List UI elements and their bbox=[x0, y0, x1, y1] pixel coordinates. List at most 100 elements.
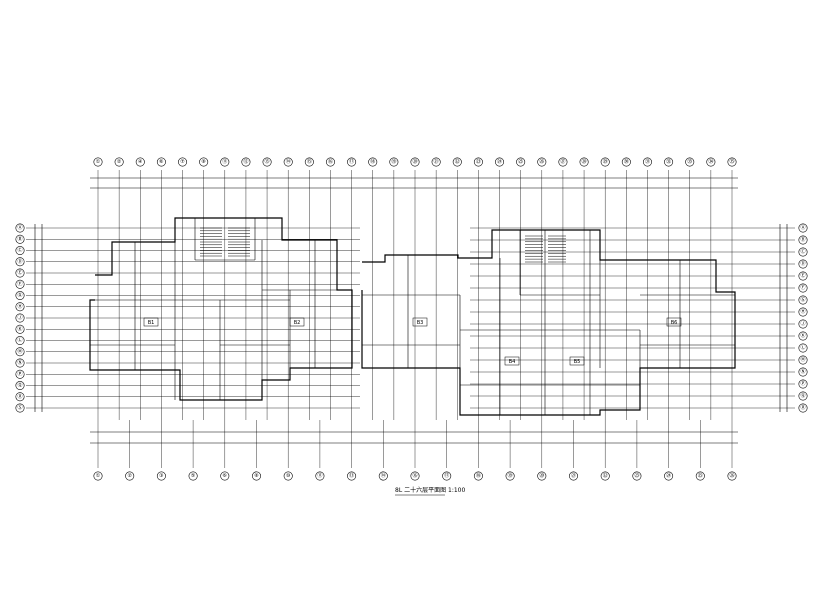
svg-text:㉞: ㉞ bbox=[708, 158, 713, 165]
svg-text:⑰: ⑰ bbox=[444, 472, 449, 479]
svg-text:㉑: ㉑ bbox=[434, 158, 439, 165]
svg-text:Ⓔ: Ⓔ bbox=[17, 269, 22, 276]
svg-text:㉒: ㉒ bbox=[603, 472, 608, 479]
top-axis-bubble: ⑪ bbox=[220, 157, 230, 167]
svg-text:Ⓙ: Ⓙ bbox=[17, 314, 22, 321]
top-axis-bubble: ⑬ bbox=[262, 157, 272, 167]
svg-text:Ⓢ: Ⓢ bbox=[17, 404, 22, 411]
left-axis-bubble: Ⓝ bbox=[15, 358, 25, 368]
top-axis-bubble: ⑳ bbox=[410, 157, 420, 167]
svg-text:⑧: ⑧ bbox=[201, 159, 206, 165]
top-axis-bubble: ② bbox=[114, 157, 124, 167]
svg-text:①: ① bbox=[96, 473, 101, 479]
bottom-axis-bubble: ⑲ bbox=[505, 471, 515, 481]
left-axis-bubble: Ⓔ bbox=[15, 268, 25, 278]
svg-text:⑥: ⑥ bbox=[159, 159, 164, 165]
drawing-scale: 1:100 bbox=[448, 487, 465, 494]
top-axis-bubble: ㉑ bbox=[431, 157, 441, 167]
svg-text:㉑: ㉑ bbox=[571, 472, 576, 479]
top-axis-bubble: ㉞ bbox=[706, 157, 716, 167]
top-axis-bubble: ㉓ bbox=[473, 157, 483, 167]
right-axis-bubble: Ⓔ bbox=[798, 271, 808, 281]
top-axis-bubble: ㉗ bbox=[558, 157, 568, 167]
svg-text:③: ③ bbox=[159, 473, 163, 479]
svg-text:⑬: ⑬ bbox=[265, 158, 270, 165]
unit-label-b5: B5 bbox=[574, 359, 581, 365]
top-axis-bubble: ⑮ bbox=[304, 157, 314, 167]
svg-text:Ⓗ: Ⓗ bbox=[800, 308, 805, 315]
svg-text:④: ④ bbox=[138, 159, 143, 165]
svg-text:⑲: ⑲ bbox=[508, 472, 513, 479]
top-axis-bubble: ㉝ bbox=[685, 157, 695, 167]
right-axis-bubble: Ⓐ bbox=[798, 223, 808, 233]
right-axis-bubble: Ⓡ bbox=[798, 403, 808, 413]
bottom-axis-bubble: ⑤ bbox=[188, 471, 198, 481]
svg-text:Ⓑ: Ⓑ bbox=[800, 236, 805, 243]
svg-text:⑤: ⑤ bbox=[191, 473, 195, 479]
svg-text:㉟: ㉟ bbox=[729, 158, 734, 165]
svg-text:Ⓡ: Ⓡ bbox=[17, 393, 22, 400]
left-axis-bubble: Ⓕ bbox=[15, 279, 25, 289]
top-axis-bubble: ⑭ bbox=[283, 157, 293, 167]
svg-text:Ⓕ: Ⓕ bbox=[800, 284, 805, 291]
left-axis-bubble: Ⓟ bbox=[15, 369, 25, 379]
left-axis-bubble: Ⓠ bbox=[15, 380, 25, 390]
svg-text:Ⓟ: Ⓟ bbox=[17, 370, 22, 377]
bottom-axis-bubble: ⑱ bbox=[473, 471, 483, 481]
top-axis-bubble: ㉟ bbox=[727, 157, 737, 167]
top-axis-bubble: ⑥ bbox=[156, 157, 166, 167]
left-axis-bubble: Ⓐ bbox=[15, 223, 25, 233]
bottom-axis-bubble: ⑰ bbox=[442, 471, 452, 481]
bottom-axis-bubble: ⑭ bbox=[378, 471, 388, 481]
svg-text:⑰: ⑰ bbox=[349, 158, 354, 165]
unit-labels: B1 B2 B3 B4 B5 B6 bbox=[143, 317, 682, 366]
svg-text:㉜: ㉜ bbox=[666, 158, 671, 165]
svg-text:⑯: ⑯ bbox=[328, 158, 333, 165]
svg-text:Ⓙ: Ⓙ bbox=[800, 320, 805, 327]
top-axis-bubble: ㉙ bbox=[600, 157, 610, 167]
right-axis-bubble: Ⓛ bbox=[798, 343, 808, 353]
svg-text:⑳: ⑳ bbox=[539, 472, 544, 479]
left-axis-bubble: Ⓢ bbox=[15, 403, 25, 413]
unit-label-b2: B2 bbox=[294, 320, 301, 326]
right-axis-bubble: Ⓝ bbox=[798, 367, 808, 377]
svg-text:Ⓛ: Ⓛ bbox=[800, 344, 805, 351]
svg-text:Ⓑ: Ⓑ bbox=[17, 235, 22, 242]
top-axis-bubble: ④ bbox=[135, 157, 145, 167]
bottom-axis-bubble: ⑧ bbox=[252, 471, 262, 481]
svg-text:Ⓔ: Ⓔ bbox=[800, 272, 805, 279]
top-axis-bubble: ⑧ bbox=[199, 157, 209, 167]
svg-text:Ⓒ: Ⓒ bbox=[17, 247, 22, 254]
left-axis-bubble: Ⓖ bbox=[15, 290, 25, 300]
bottom-axis-bubble: ③ bbox=[156, 471, 166, 481]
svg-text:㉓: ㉓ bbox=[476, 158, 481, 165]
svg-text:Ⓐ: Ⓐ bbox=[800, 224, 805, 231]
svg-text:⑬: ⑬ bbox=[349, 472, 354, 479]
svg-text:Ⓗ: Ⓗ bbox=[17, 303, 22, 310]
left-axis-bubble: Ⓜ bbox=[15, 347, 25, 357]
right-axis-bubble: Ⓖ bbox=[798, 295, 808, 305]
left-axis-bubble: Ⓑ bbox=[15, 234, 25, 244]
top-axis-bubble: ⑦ bbox=[178, 157, 188, 167]
right-axis-bubble: Ⓠ bbox=[798, 391, 808, 401]
svg-text:㉘: ㉘ bbox=[582, 158, 587, 165]
unit-label-b3: B3 bbox=[417, 320, 424, 326]
svg-text:Ⓐ: Ⓐ bbox=[17, 224, 22, 231]
svg-text:㉛: ㉛ bbox=[645, 158, 650, 165]
left-axis-bubble: Ⓛ bbox=[15, 335, 25, 345]
top-axis-bubble: ㉕ bbox=[516, 157, 526, 167]
right-axis-bubble: Ⓑ bbox=[798, 235, 808, 245]
top-axis-bubble: ⑫ bbox=[241, 157, 251, 167]
right-axis-bubble: Ⓓ bbox=[798, 259, 808, 269]
svg-text:㉕: ㉕ bbox=[698, 472, 703, 479]
top-axis-bubble: ㉚ bbox=[621, 157, 631, 167]
top-axis-bubble: ㉛ bbox=[642, 157, 652, 167]
svg-text:⑧: ⑧ bbox=[254, 473, 259, 479]
svg-text:Ⓓ: Ⓓ bbox=[17, 258, 22, 265]
bottom-axis-bubble: ㉑ bbox=[568, 471, 578, 481]
left-axis-bubble: Ⓚ bbox=[15, 324, 25, 334]
right-axis-bubble: Ⓗ bbox=[798, 307, 808, 317]
